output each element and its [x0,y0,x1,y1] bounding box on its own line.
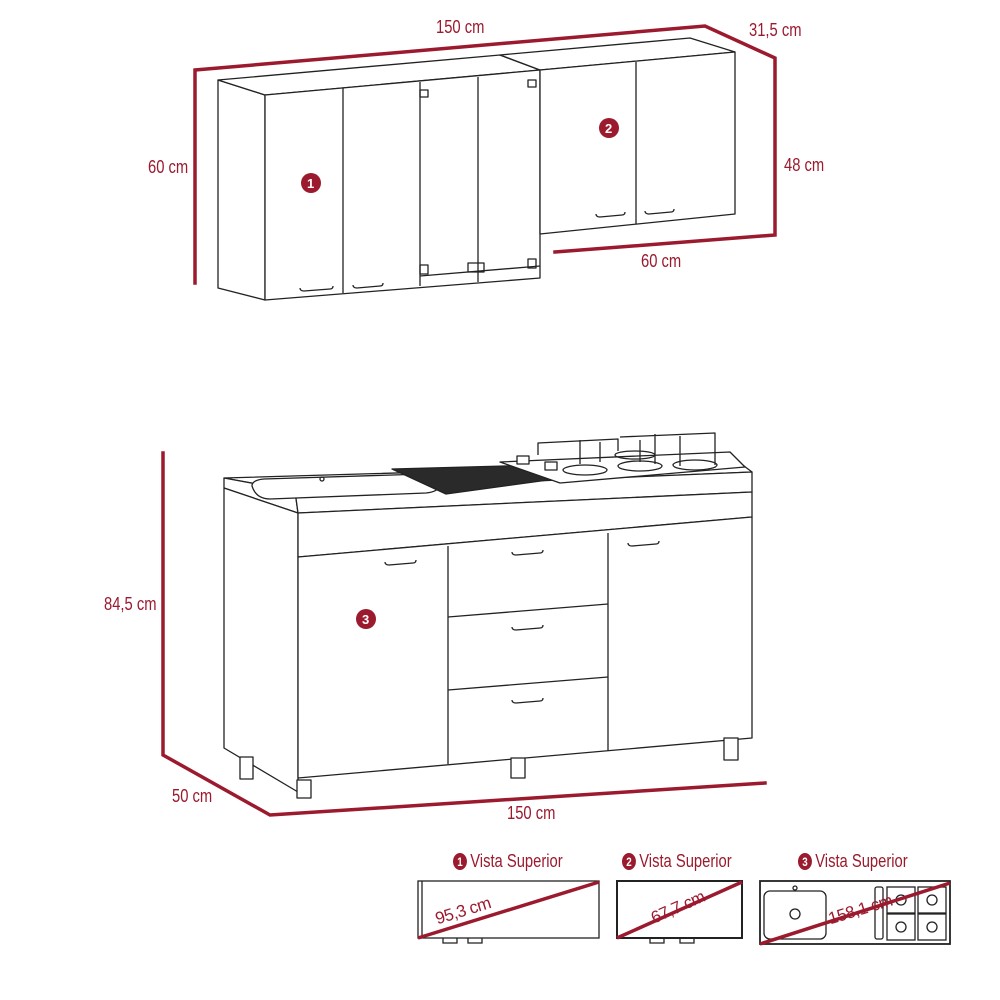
svg-text:1: 1 [307,176,314,191]
upper-height-right-label: 48 cm [784,155,825,175]
base-height-label: 84,5 cm [104,594,157,614]
badge-1-icon: 1 [453,853,467,870]
top-view-3-title: 3 Vista Superior [798,851,908,872]
top-view-1-title: 1 Vista Superior [453,851,563,872]
badge-3-icon: 3 [798,853,812,870]
top-view-2-title-text: Vista Superior [639,851,732,871]
badge-1-icon: 1 [301,173,321,193]
upper-cabinet-module-1 [217,54,541,301]
top-view-1 [417,880,600,944]
upper-cabinet-module-2 [499,37,736,235]
svg-text:2: 2 [605,121,612,136]
upper-width-label: 150 cm [436,17,485,37]
top-view-1-title-text: Vista Superior [470,851,563,871]
top-view-3 [759,880,951,946]
base-depth-label: 50 cm [172,786,213,806]
base-cabinet [223,432,753,799]
badge-2-icon: 2 [622,853,636,870]
top-view-2 [616,880,743,944]
top-view-2-title: 2 Vista Superior [622,851,732,872]
upper-height-left-label: 60 cm [148,157,189,177]
badge-3-icon: 3 [356,609,376,629]
module2-width-label: 60 cm [641,251,682,271]
top-view-3-title-text: Vista Superior [815,851,908,871]
svg-text:3: 3 [362,612,369,627]
base-width-label: 150 cm [507,803,556,823]
upper-depth-label: 31,5 cm [749,20,802,40]
dimension-lines [161,24,777,817]
badge-2-icon: 2 [599,118,619,138]
